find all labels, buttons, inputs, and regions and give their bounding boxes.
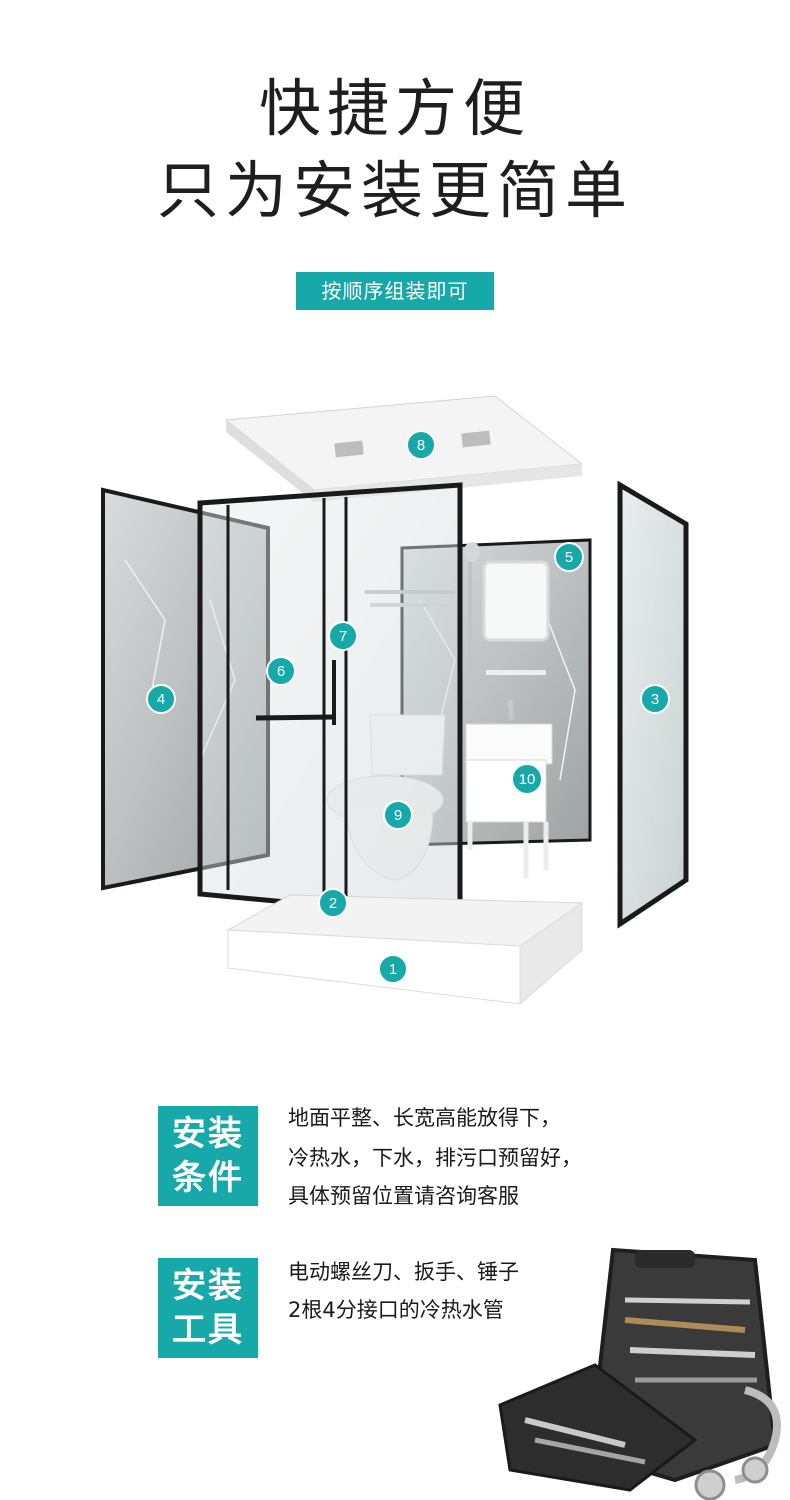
shower-tray bbox=[226, 894, 584, 1006]
marker-3-label: 3 bbox=[651, 691, 659, 708]
install-tools-line-1: 电动螺丝刀、扳手、锤子 bbox=[288, 1260, 519, 1284]
marker-5: 5 bbox=[554, 542, 584, 572]
marker-8: 8 bbox=[406, 430, 436, 460]
marker-1: 1 bbox=[378, 954, 408, 984]
marker-4-label: 4 bbox=[157, 691, 165, 708]
headline-line-1: 快捷方便 bbox=[258, 72, 531, 145]
marker-10-label: 10 bbox=[519, 771, 536, 788]
headline-line-2: 只为安装更简单 bbox=[156, 154, 633, 227]
shower-room-exploded-diagram: 1 2 3 4 5 6 7 8 9 10 bbox=[101, 395, 689, 1006]
shower-head bbox=[464, 542, 480, 700]
install-conditions-line-3: 具体预留位置请咨询客服 bbox=[288, 1184, 519, 1208]
toolbox-tray bbox=[498, 1363, 698, 1492]
water-hose bbox=[694, 1386, 781, 1500]
marker-10: 10 bbox=[511, 763, 543, 795]
install-conditions-badge: 安装 条件 bbox=[158, 1106, 258, 1206]
install-tools-line-2: 2根4分接口的冷热水管 bbox=[288, 1298, 504, 1322]
install-conditions-badge-line1: 安装 bbox=[172, 1114, 244, 1154]
marker-2: 2 bbox=[318, 888, 348, 918]
install-tools-badge: 安装 工具 bbox=[158, 1258, 258, 1358]
marker-5-label: 5 bbox=[565, 549, 573, 566]
sliding-door-frame bbox=[197, 482, 463, 921]
subtitle-badge: 按顺序组装即可 bbox=[296, 272, 494, 310]
marker-7: 7 bbox=[328, 621, 358, 651]
install-conditions-line-1: 地面平整、长宽高能放得下， bbox=[288, 1106, 561, 1130]
marker-3: 3 bbox=[640, 684, 670, 714]
toolbox-image bbox=[498, 1247, 781, 1500]
marker-7-label: 7 bbox=[339, 628, 347, 645]
install-conditions-badge-line2: 条件 bbox=[172, 1158, 244, 1198]
vanity-cabinet bbox=[465, 699, 553, 878]
install-conditions-line-2: 冷热水，下水，排污口预留好， bbox=[288, 1146, 582, 1170]
marker-9-label: 9 bbox=[394, 807, 402, 824]
marker-2-label: 2 bbox=[329, 895, 337, 912]
marker-4: 4 bbox=[146, 684, 176, 714]
marker-8-label: 8 bbox=[417, 437, 425, 454]
install-tools-badge-line2: 工具 bbox=[172, 1310, 244, 1350]
marker-9: 9 bbox=[383, 800, 413, 830]
marker-6: 6 bbox=[266, 656, 296, 686]
install-tools-badge-line1: 安装 bbox=[172, 1266, 244, 1306]
ceiling-panel bbox=[224, 395, 584, 502]
marker-1-label: 1 bbox=[389, 961, 397, 978]
marker-6-label: 6 bbox=[277, 663, 285, 680]
